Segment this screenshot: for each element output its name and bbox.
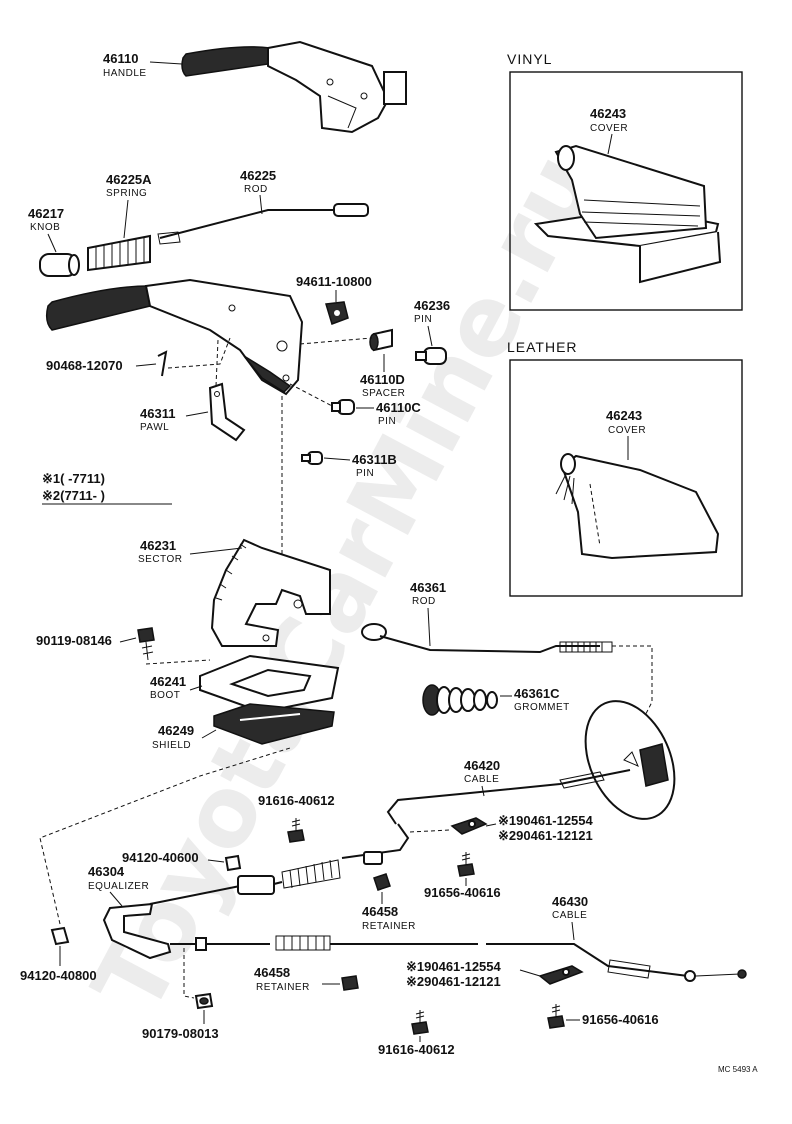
pin-46110c-part-no: 46110C (376, 400, 421, 415)
pin-46311b-name: PIN (356, 468, 374, 479)
lever-drawing (45, 278, 304, 396)
pawl-drawing (208, 382, 246, 442)
grommet-name: GROMMET (514, 702, 570, 713)
pin-46110c-name: PIN (378, 416, 396, 427)
rod-46361-name: ROD (412, 596, 436, 607)
cable-46420-drawing (341, 769, 631, 865)
nut-90179-part-no: 90179-08013 (142, 1026, 219, 1041)
clip-a-drawing (450, 817, 488, 835)
sector-drawing (210, 538, 331, 647)
leather-title: LEATHER (507, 339, 578, 355)
bolt-91656-b-part-no: 91656-40616 (582, 1012, 659, 1027)
vinyl-box: VINYL 46243 COVER (507, 51, 743, 311)
clip-a1-part-no: ※190461-12554 (498, 813, 594, 828)
bolt-91616-a-drawing (287, 818, 305, 843)
bolt-91616-a-part-no: 91616-40612 (258, 793, 335, 808)
nut-94120-800-drawing (50, 926, 70, 946)
brake-drum-drawing (584, 700, 676, 820)
clip-b-drawing (538, 965, 584, 985)
cable-46430-part-no: 46430 (552, 894, 588, 909)
vinyl-cover-part-no: 46243 (590, 106, 626, 121)
nut-90179-drawing (194, 992, 214, 1010)
bolt-91616-b-drawing (411, 1010, 429, 1035)
boot-name: BOOT (150, 690, 180, 701)
retainer-b-drawing (341, 975, 359, 991)
equalizer-part-no: 46304 (88, 864, 125, 879)
knob-name: KNOB (30, 222, 60, 233)
nut-94120-600-drawing (224, 854, 242, 872)
vinyl-title: VINYL (507, 51, 552, 67)
legend-line-2: ※2(7711- ) (42, 488, 105, 503)
cable-46420-name: CABLE (464, 774, 499, 785)
bolt-90119-drawing (137, 627, 155, 661)
shield-drawing (213, 703, 335, 745)
pin-46236-part-no: 46236 (414, 298, 450, 313)
vinyl-cover-name: COVER (590, 123, 628, 134)
cable-46430-name: CABLE (552, 910, 587, 921)
clip-a2-part-no: ※290461-12121 (498, 828, 593, 843)
rod-part-no: 46225 (240, 168, 276, 183)
boot-drawing (199, 654, 340, 714)
clip-90468-drawing (157, 350, 168, 377)
shield-name: SHIELD (152, 740, 191, 751)
spring-part-no: 46225A (106, 172, 152, 187)
leather-box: LEATHER 46243 COVER (507, 339, 743, 597)
retainer-a-part-no: 46458 (362, 904, 398, 919)
legend-line-1: ※1( -7711) (42, 471, 105, 486)
equalizer-name: EQUALIZER (88, 881, 149, 892)
retainer-b-name: RETAINER (256, 982, 310, 993)
leather-cover-name: COVER (608, 425, 646, 436)
sector-part-no: 46231 (140, 538, 176, 553)
clip-90468-part-no: 90468-12070 (46, 358, 123, 373)
watermark: ToyotaCarMine.ru (71, 135, 618, 1030)
spring-drawing (87, 234, 151, 272)
bolt-90119-part-no: 90119-08146 (36, 633, 112, 648)
retainer-b-part-no: 46458 (254, 965, 290, 980)
clip-b1-part-no: ※190461-12554 (406, 959, 502, 974)
pin-46311b-part-no: 46311B (352, 452, 397, 467)
nut-94611-part-no: 94611-10800 (296, 274, 372, 289)
knob-part-no: 46217 (28, 206, 64, 221)
leather-cover-part-no: 46243 (606, 408, 642, 423)
bolt-91656-a-drawing (457, 852, 475, 877)
pawl-name: PAWL (140, 422, 169, 433)
spacer-drawing (369, 328, 393, 352)
nut-94120-800-part-no: 94120-40800 (20, 968, 97, 983)
pin-46236-name: PIN (414, 314, 432, 325)
cable-46420-part-no: 46420 (464, 758, 500, 773)
grommet-part-no: 46361C (514, 686, 560, 701)
handle-drawing (181, 40, 407, 134)
retainer-a-name: RETAINER (362, 921, 416, 932)
bolt-91656-b-drawing (547, 1004, 565, 1029)
pin-46110c-drawing (331, 399, 355, 415)
nut-94611-drawing (325, 301, 349, 325)
boot-part-no: 46241 (150, 674, 186, 689)
handle-part-no: 46110 (103, 51, 138, 66)
pin-46311b-drawing (301, 451, 323, 465)
grommet-drawing (422, 684, 498, 716)
pin-46236-drawing (415, 347, 447, 365)
spring-name: SPRING (106, 188, 147, 199)
cable-46430-drawing (170, 935, 747, 982)
handle-name: HANDLE (103, 68, 147, 79)
clip-b2-part-no: ※290461-12121 (406, 974, 501, 989)
rod-name: ROD (244, 184, 268, 195)
bolt-91616-b-part-no: 91616-40612 (378, 1042, 455, 1057)
pawl-part-no: 46311 (140, 406, 175, 421)
sector-name: SECTOR (138, 554, 183, 565)
spacer-name: SPACER (362, 388, 405, 399)
doc-code: MC 5493 A (718, 1065, 758, 1074)
rod-46225-drawing (157, 203, 369, 245)
equalizer-drawing (102, 859, 341, 960)
shield-part-no: 46249 (158, 723, 194, 738)
bolt-91656-a-part-no: 91656-40616 (424, 885, 501, 900)
retainer-a-drawing (373, 873, 391, 891)
rod-46361-drawing (361, 623, 613, 654)
nut-94120-600-part-no: 94120-40600 (122, 850, 199, 865)
rod-46361-part-no: 46361 (410, 580, 446, 595)
knob-drawing (39, 253, 80, 277)
spacer-part-no: 46110D (360, 372, 405, 387)
